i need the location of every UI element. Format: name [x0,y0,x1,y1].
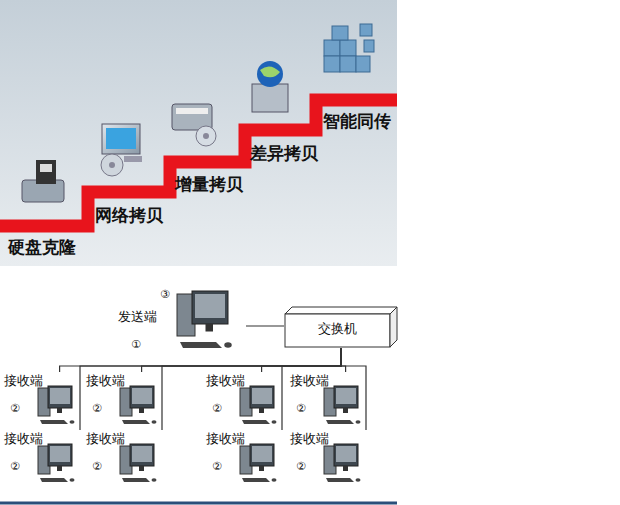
computer-icon [322,384,362,426]
switch-box: 交换机 [284,306,398,348]
computer-icon [118,384,158,426]
computer-icon [238,384,278,426]
receiver-node: 接收端 [2,430,82,486]
callout-number: ③ [160,288,170,301]
network-cable [282,348,341,430]
bottom-rule [0,502,397,505]
node-label: 接收端 [86,430,125,448]
step-label: 差异拷贝 [250,142,318,165]
receiver-node: 接收端 [204,430,284,486]
node-label: 接收端 [290,430,329,448]
node-label: 接收端 [290,372,329,390]
receiver-node: 接收端 [204,372,284,428]
receiver-node: 接收端 [288,372,368,428]
callout-number: ② [296,460,306,473]
node-label: 接收端 [86,372,125,390]
globe-server-icon [252,61,288,112]
red-staircase [0,100,397,226]
step-label: 硬盘克隆 [8,236,76,259]
node-label: 接收端 [206,430,245,448]
computer-icon [118,442,158,484]
node-label: 接收端 [206,372,245,390]
callout-number: ② [92,460,102,473]
receiver-node: 接收端 [2,372,82,428]
callout-number: ② [212,460,222,473]
network-cable [341,348,346,372]
callout-number: ② [212,402,222,415]
callout-number: ② [92,402,102,415]
monitor-icon [101,124,142,176]
callout-number: ② [10,460,20,473]
disk-drive-icon [172,104,216,146]
receiver-node: 接收端 [84,430,164,486]
computer-icon [174,288,234,350]
panel-background [0,0,397,266]
node-label: 接收端 [4,372,43,390]
computer-icon [238,442,278,484]
computer-icon [36,384,76,426]
network-cable [80,348,341,430]
callout-number: ② [296,402,306,415]
node-label: 接收端 [4,430,43,448]
step-label: 增量拷贝 [175,173,243,196]
callout-number: ① [131,338,141,351]
receiver-node: 接收端 [84,372,164,428]
network-cable [162,348,341,430]
node-label: 发送端 [118,308,157,326]
step-label: 网络拷贝 [95,204,163,227]
callout-number: ② [10,402,20,415]
computer-icon [322,442,362,484]
network-cable [60,348,341,372]
hard-disk-icon [22,160,64,202]
receiver-node: 接收端 [288,430,368,486]
node-label: 交换机 [284,320,390,338]
cube-stack-icon [324,24,374,72]
network-cable [262,348,341,372]
computer-icon [36,442,76,484]
network-cable [246,325,284,326]
step-label: 智能同传 [323,110,391,133]
network-cable [142,348,341,372]
